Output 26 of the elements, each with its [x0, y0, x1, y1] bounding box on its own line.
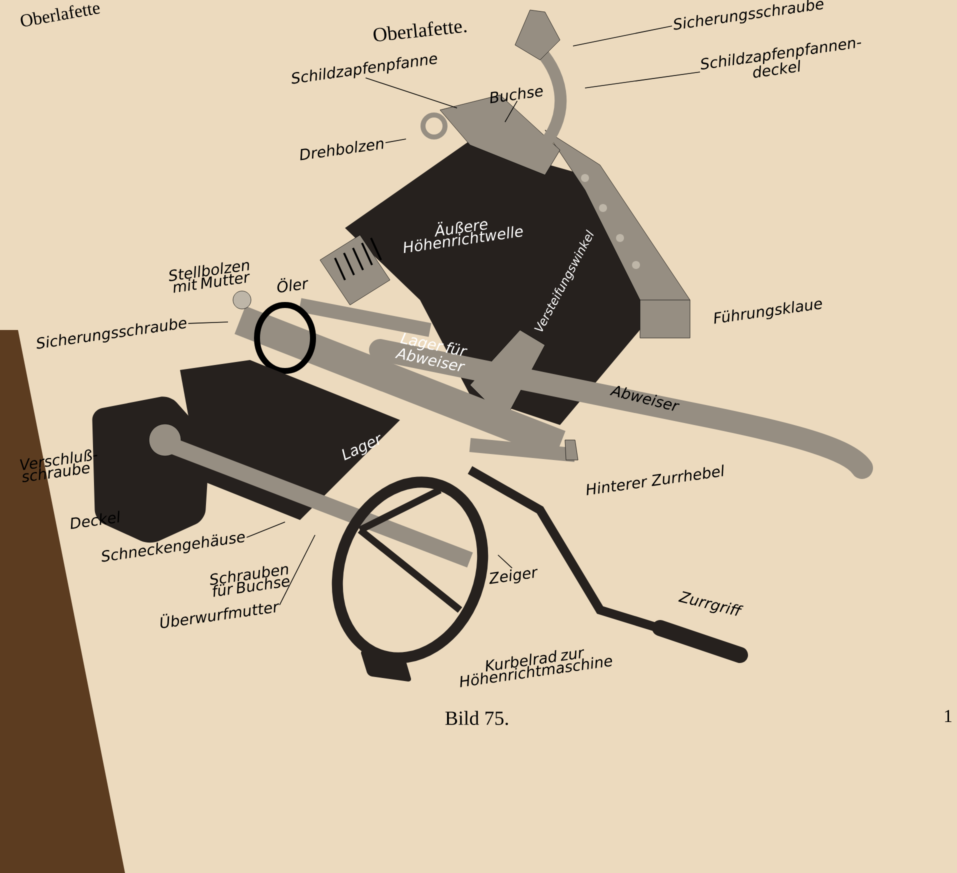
part-label: Lager für Abweiser: [394, 332, 468, 372]
figure-heading: Oberlafette.: [374, 22, 467, 42]
part-label: Schrauben für Buchse: [210, 566, 290, 597]
leader-line: [572, 26, 672, 46]
part-label: Drehbolzen: [300, 140, 384, 160]
page-number: 1: [945, 710, 952, 722]
leader-line: [584, 72, 700, 88]
leader-line: [188, 322, 228, 324]
leader-line: [365, 78, 458, 108]
part-label: Hinterer Zurrhebel: [586, 464, 724, 496]
part-label: Öler: [277, 278, 308, 292]
part-label: Stellbolzen mit Mutter: [169, 262, 250, 293]
part-label: Buchse: [490, 88, 543, 104]
figure-caption: Bild 75.: [445, 710, 508, 726]
leader-line: [504, 100, 518, 122]
part-label: Verschluß- schraube: [20, 449, 98, 482]
part-label: Zeiger: [489, 568, 538, 584]
leader-line: [498, 554, 512, 568]
part-label: Abweiser: [610, 386, 680, 411]
part-label: Führungsklaue: [714, 300, 822, 324]
leader-line: [246, 522, 286, 538]
part-label: Deckel: [70, 510, 120, 530]
page-heading: Oberlafette: [20, 4, 100, 26]
leader-line: [279, 534, 316, 606]
part-label: Zurrgriff: [678, 591, 744, 616]
leader-line: [385, 138, 406, 144]
